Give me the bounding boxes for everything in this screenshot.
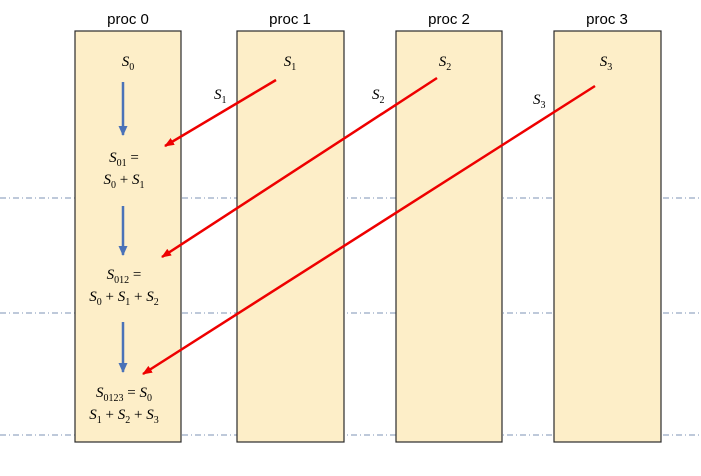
step-3-result: S0123 = S0 xyxy=(96,385,152,404)
step-2-expression: S0 + S1 + S2 xyxy=(89,289,158,308)
step-2-result: S012 = xyxy=(107,267,142,286)
message-label-2: S2 xyxy=(372,87,385,106)
step-1-result: S01 = xyxy=(109,150,139,169)
message-arrow-2 xyxy=(161,76,438,259)
message-label-1: S1 xyxy=(214,87,227,106)
proc-0-column xyxy=(74,30,182,443)
proc-0-value: S0 xyxy=(122,54,135,73)
message-arrow-1 xyxy=(164,78,277,148)
proc-2-column xyxy=(395,30,503,443)
message-arrow-3 xyxy=(142,84,596,376)
step-1-expression: S0 + S1 xyxy=(104,172,145,191)
message-label-3: S3 xyxy=(533,92,546,111)
proc-3-label: proc 3 xyxy=(586,11,628,28)
proc-0-label: proc 0 xyxy=(107,11,149,28)
proc-3-value: S3 xyxy=(600,54,613,73)
proc-3-column xyxy=(553,30,662,443)
proc-2-value: S2 xyxy=(439,54,452,73)
proc-2-label: proc 2 xyxy=(428,11,470,28)
proc-1-label: proc 1 xyxy=(269,11,311,28)
proc-1-column xyxy=(236,30,345,443)
step-3-expression: S1 + S2 + S3 xyxy=(89,407,158,426)
proc-1-value: S1 xyxy=(284,54,297,73)
